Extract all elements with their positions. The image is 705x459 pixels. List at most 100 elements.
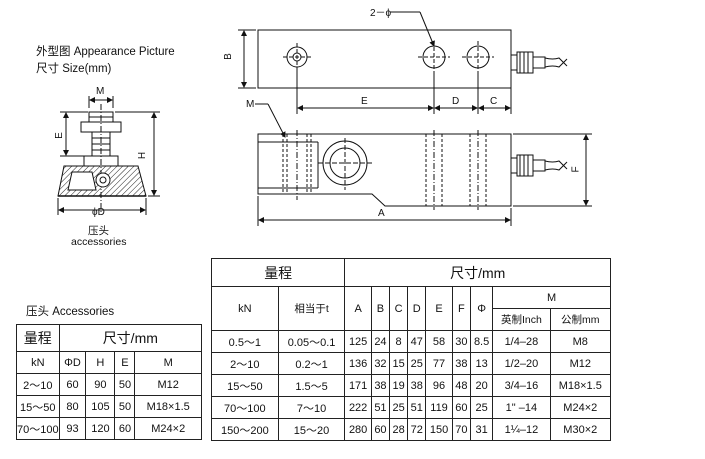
- table-cell: 60: [451, 396, 471, 419]
- dim-B-label: B: [222, 53, 234, 60]
- table-cell: 8: [389, 330, 409, 353]
- accessories-caption: 压头 Accessories: [26, 306, 115, 318]
- table-cell: 72: [407, 418, 427, 441]
- table-cell: 150～200: [211, 418, 279, 441]
- table-cell: 38: [407, 374, 427, 397]
- main-col-M: M: [492, 286, 611, 309]
- table-cell: 1" –14: [492, 396, 551, 419]
- table-cell: 50: [114, 373, 136, 396]
- table-cell: M24×2: [134, 417, 202, 440]
- table-cell: 70～100: [16, 417, 60, 440]
- table-cell: 60: [114, 417, 136, 440]
- acc-dim-phiD-label: ϕD: [92, 207, 105, 218]
- table-cell: 15～20: [277, 418, 346, 441]
- table-cell: 7～10: [277, 396, 346, 419]
- table-cell: 32: [370, 352, 391, 375]
- acc-col-M: M: [134, 351, 202, 374]
- table-row: 2～10 60 90 50 M12: [16, 373, 202, 396]
- table-cell: 70: [451, 418, 471, 441]
- dim-E-label: E: [361, 96, 368, 107]
- table-cell: 1/4–28: [492, 330, 551, 353]
- accessory-caption-cn: 压头: [88, 225, 109, 237]
- table-cell: 150: [425, 418, 453, 441]
- acc-col-E: E: [114, 351, 136, 374]
- main-col-phi: Φ: [469, 286, 494, 331]
- table-cell: 2～10: [211, 352, 279, 375]
- table-cell: 119: [425, 396, 453, 419]
- acc-col-kN: kN: [16, 351, 60, 374]
- acc-head-range: 量程: [16, 324, 60, 352]
- dim-F-label: F: [570, 166, 582, 173]
- table-cell: 25: [469, 396, 494, 419]
- table-cell: 1¼–12: [492, 418, 551, 441]
- table-row: 0.5～1 0.05～0.1 125 24 8 47 58 30 8.5 1/4…: [211, 330, 612, 353]
- acc-dim-H-label: H: [137, 151, 149, 160]
- main-head-size: 尺寸/mm: [344, 258, 611, 287]
- table-row: 70～100 7～10 222 51 25 51 119 60 25 1" –1…: [211, 396, 612, 419]
- dim-D-label: D: [452, 96, 460, 107]
- table-cell: M12: [134, 373, 202, 396]
- main-col-E: E: [425, 286, 453, 331]
- table-cell: 125: [344, 330, 372, 353]
- table-cell: 0.05～0.1: [277, 330, 346, 353]
- table-cell: 80: [58, 395, 87, 418]
- table-cell: 15～50: [16, 395, 60, 418]
- table-row: 150～200 15～20 280 60 28 72 150 70 31 1¼–…: [211, 418, 612, 441]
- table-cell: M30×2: [549, 418, 612, 441]
- accessory-caption-en: accessories: [71, 236, 127, 248]
- side-view: [255, 103, 592, 226]
- acc-dim-M-label: M: [96, 86, 105, 97]
- table-cell: M12: [549, 352, 612, 375]
- table-cell: 20: [469, 374, 494, 397]
- main-col-kN: kN: [211, 286, 279, 331]
- table-cell: 70～100: [211, 396, 279, 419]
- dimension-table: 量程 尺寸/mm kN 相当于t A B C D E F Φ M 英制Inch …: [210, 258, 612, 441]
- main-col-M-metric: 公制mm: [549, 308, 612, 331]
- table-cell: 77: [425, 352, 453, 375]
- main-col-A: A: [344, 286, 372, 331]
- table-cell: 15: [389, 352, 409, 375]
- table-row: 15～50 1.5～5 171 38 19 38 96 48 20 3/4–16…: [211, 374, 612, 397]
- table-cell: 60: [58, 373, 87, 396]
- table-cell: 136: [344, 352, 372, 375]
- table-cell: 15～50: [211, 374, 279, 397]
- table-cell: 90: [85, 373, 116, 396]
- dim-M-label: M: [246, 99, 255, 110]
- table-cell: 38: [451, 352, 471, 375]
- table-cell: 51: [370, 396, 391, 419]
- table-cell: 105: [85, 395, 116, 418]
- table-cell: 93: [58, 417, 87, 440]
- dim-A-label: A: [378, 208, 385, 219]
- dim-C-label: C: [490, 96, 498, 107]
- table-cell: 1/2–20: [492, 352, 551, 375]
- acc-col-phiD: ΦD: [58, 351, 87, 374]
- top-view: [238, 11, 568, 114]
- table-cell: 1.5～5: [277, 374, 346, 397]
- acc-dim-E-label: E: [53, 132, 65, 139]
- main-col-C: C: [389, 286, 409, 331]
- table-cell: 3/4–16: [492, 374, 551, 397]
- table-cell: M18×1.5: [549, 374, 612, 397]
- table-cell: 25: [389, 396, 409, 419]
- acc-head-size: 尺寸/mm: [58, 324, 203, 352]
- table-cell: 28: [389, 418, 409, 441]
- accessory-view: [57, 96, 160, 215]
- table-cell: 19: [389, 374, 409, 397]
- table-cell: 280: [344, 418, 372, 441]
- table-cell: 96: [425, 374, 453, 397]
- table-cell: 48: [451, 374, 471, 397]
- main-col-F: F: [451, 286, 471, 331]
- table-cell: 30: [451, 330, 471, 353]
- table-cell: M18×1.5: [134, 395, 202, 418]
- table-cell: 47: [407, 330, 427, 353]
- table-cell: 8.5: [469, 330, 494, 353]
- table-cell: 51: [407, 396, 427, 419]
- hole-callout-label: 2－ϕ: [370, 8, 392, 19]
- table-cell: 25: [407, 352, 427, 375]
- main-col-t: 相当于t: [277, 286, 346, 331]
- table-cell: 50: [114, 395, 136, 418]
- accessories-table: 量程 尺寸/mm kN ΦD H E M 2～10 60 90 50 M12 1…: [16, 324, 203, 440]
- table-cell: M8: [549, 330, 612, 353]
- table-cell: M24×2: [549, 396, 612, 419]
